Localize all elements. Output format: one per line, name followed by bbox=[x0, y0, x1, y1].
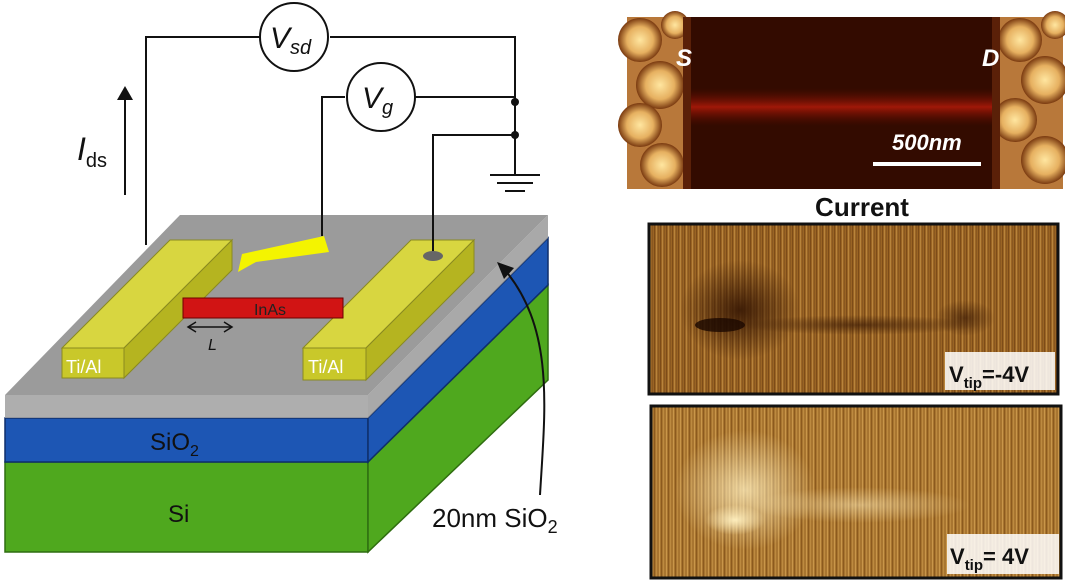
top-oxide-label: 20nm SiO2 bbox=[432, 503, 558, 537]
contact-right-label: Ti/Al bbox=[308, 357, 343, 377]
ids-arrow-icon bbox=[117, 86, 133, 195]
inas-nanowire bbox=[182, 297, 344, 319]
current-map-positive: Vtip= 4V bbox=[649, 404, 1063, 580]
current-map-negative: Vtip=-4V bbox=[647, 222, 1060, 396]
scale-bar-label: 500nm bbox=[892, 130, 962, 155]
vg-meter-icon bbox=[346, 62, 416, 132]
scale-bar bbox=[873, 162, 981, 166]
si-label: Si bbox=[168, 501, 189, 528]
length-label: L bbox=[208, 337, 217, 354]
sio2-label: SiO2 bbox=[150, 429, 199, 460]
afm-source-contact bbox=[618, 11, 691, 189]
vtip-neg-label-bg bbox=[945, 352, 1055, 390]
afm-drain-label: D bbox=[982, 45, 999, 72]
junction-dot-2 bbox=[511, 131, 519, 139]
ids-label: Ids bbox=[77, 131, 107, 172]
afm-source-label: S bbox=[676, 45, 692, 72]
nanowire-label: InAs bbox=[254, 302, 286, 319]
circuit-wiring bbox=[145, 36, 540, 255]
device-schematic: InAs L Ti/Al Ti/Al SiO2 Si bbox=[4, 2, 558, 554]
afm-topography-image: S D 500nm bbox=[618, 11, 1065, 189]
vsd-meter-icon bbox=[259, 2, 329, 72]
top-oxide-arrow bbox=[497, 262, 546, 496]
contact-left-label: Ti/Al bbox=[66, 357, 101, 377]
afm-drain-contact bbox=[992, 11, 1065, 189]
contact-right bbox=[301, 238, 476, 382]
vtip-pos-label-bg bbox=[947, 534, 1059, 574]
vg-label: Vg bbox=[362, 82, 393, 119]
junction-dot-1 bbox=[511, 98, 519, 106]
gate-contact-dot bbox=[423, 251, 443, 261]
probe-tip-icon bbox=[238, 236, 329, 272]
top-oxide-front bbox=[5, 395, 368, 418]
length-arrow bbox=[186, 321, 234, 333]
vsd-label: Vsd bbox=[270, 22, 312, 59]
current-title: Current bbox=[815, 192, 909, 222]
contact-left bbox=[60, 238, 234, 380]
vtip-neg-label: Vtip=-4V bbox=[949, 362, 1029, 392]
vtip-pos-label: Vtip= 4V bbox=[950, 544, 1029, 574]
